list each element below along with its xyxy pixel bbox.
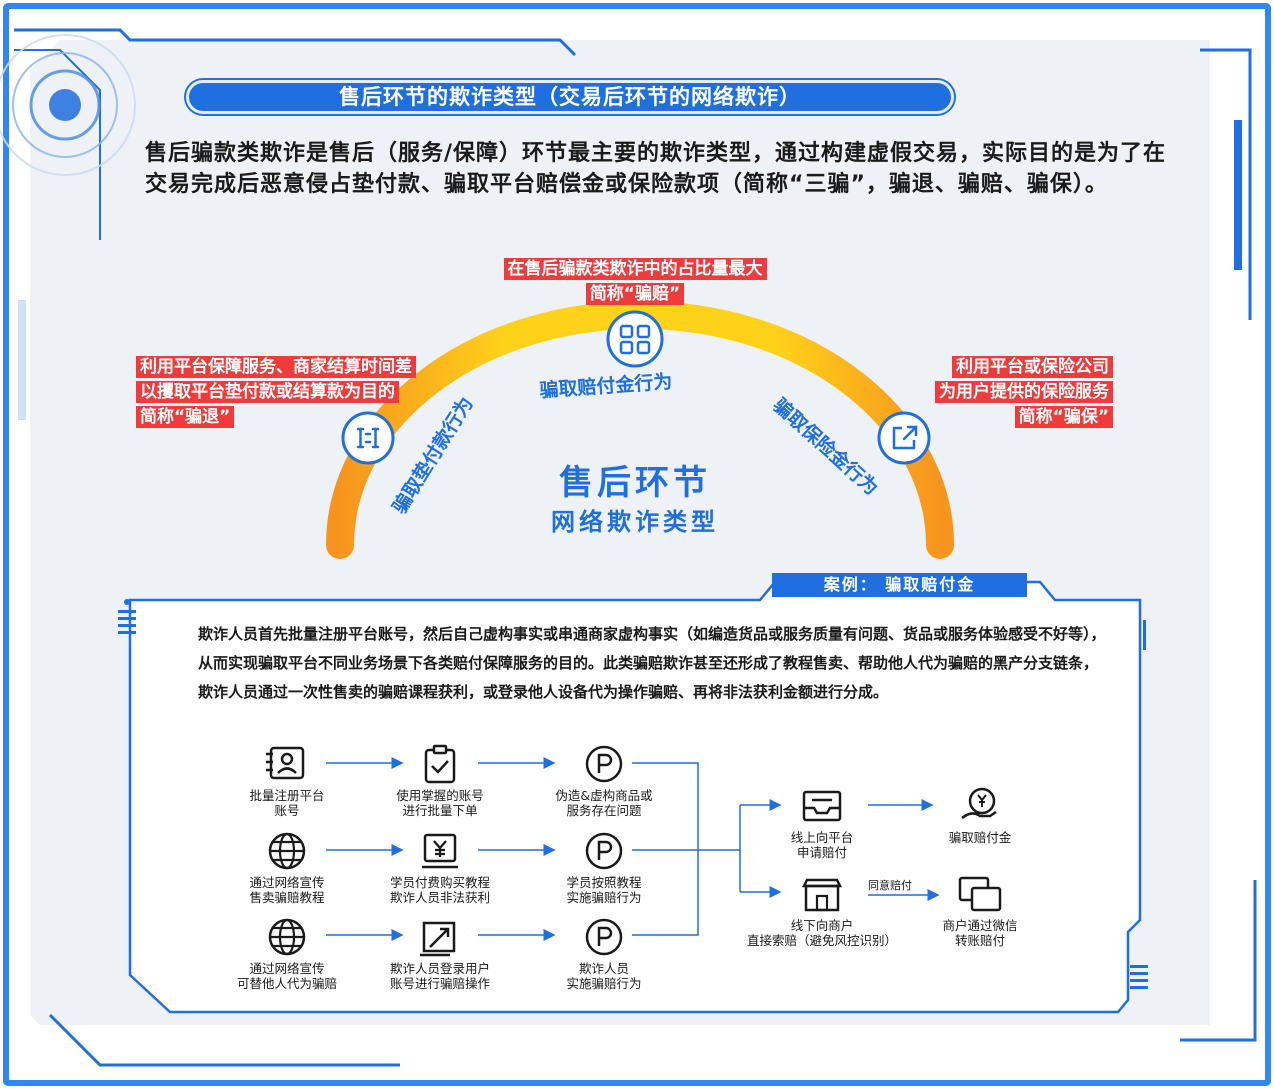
- callout-insurance: 利用平台或保险公司 为用户提供的保险服务 简称“骗保”: [865, 356, 1113, 428]
- callout-refund: 利用平台保障服务、商家结算时间差 以攫取平台垫付款或结算款为目的 简称“骗退”: [136, 356, 416, 428]
- callout-line: 利用平台保障服务、商家结算时间差: [136, 356, 416, 378]
- flow-step-label: 伪造&虚构商品或: [555, 788, 653, 803]
- p-coin-icon: [585, 918, 623, 956]
- case-tab: 案例： 骗取赔付金: [772, 573, 1027, 597]
- inbox-icon: [802, 790, 842, 822]
- flow-step-label: 可替他人代为骗赔: [236, 976, 337, 991]
- flow-step-label: 欺诈人员非法获利: [389, 890, 490, 905]
- callout-compensation: 在售后骗款类欺诈中的占比量最大 简称“骗赔”: [440, 258, 830, 305]
- remote-login-icon: [420, 921, 456, 957]
- globe-icon: [268, 918, 306, 956]
- flow-step-label: 服务存在问题: [566, 803, 642, 818]
- flow-step-label: 使用掌握的账号: [396, 788, 484, 803]
- flow-step-label: 学员付费购买教程: [389, 875, 490, 890]
- flow-step-label: 申请赔付: [796, 845, 847, 860]
- flow-step: 商户通过微信转账赔付: [890, 872, 1070, 948]
- id-card-icon: [266, 746, 305, 780]
- flow-step: 线下向商户直接索赔（避免风控识别）: [722, 872, 922, 948]
- flow-step: 通过网络宣传售卖骗赔教程: [197, 829, 377, 905]
- flow-step-label: 线上向平台: [790, 830, 854, 845]
- flow-step-label: 账号进行骗赔操作: [389, 976, 490, 991]
- flow-step-label: 学员按照教程: [566, 875, 642, 890]
- agree-compensation-label: 同意赔付: [868, 878, 912, 892]
- flow-step-label: 批量注册平台: [249, 788, 325, 803]
- callout-line: 在售后骗款类欺诈中的占比量最大: [503, 258, 767, 280]
- flow-step-label: 转账赔付: [954, 933, 1005, 948]
- callout-line: 简称“骗退”: [136, 406, 235, 428]
- flow-step-label: 售卖骗赔教程: [249, 890, 325, 905]
- grid-icon: [606, 310, 664, 368]
- section-title: 售后环节的欺诈类型（交易后环节的网络欺诈）: [186, 80, 954, 114]
- refund-icon: [341, 411, 395, 465]
- yen-hand-icon: [961, 787, 997, 819]
- radar-decoration: [0, 34, 136, 176]
- p-coin-icon: [585, 832, 623, 870]
- callout-line: 简称“骗保”: [1014, 406, 1113, 428]
- callout-line: 利用平台或保险公司: [952, 356, 1113, 378]
- flow-step: 批量注册平台账号: [197, 742, 377, 818]
- clipboard-check-icon: [424, 744, 456, 784]
- case-description: 欺诈人员首先批量注册平台账号，然后自己虚构事实或串通商家虚构事实（如编造货品或服…: [198, 625, 1106, 701]
- intro-paragraph: 售后骗款类欺诈是售后（服务/保障）环节最主要的欺诈类型，通过构建虚假交易，实际目…: [145, 141, 1167, 197]
- flow-step-label: 实施骗赔行为: [566, 890, 642, 905]
- flow-step: 学员按照教程实施骗赔行为: [514, 829, 694, 905]
- flow-connectors: 同意赔付: [326, 757, 940, 941]
- share-icon: [877, 411, 931, 465]
- flow-step-label: 账号: [274, 803, 300, 818]
- flow-step-label: 骗取赔付金: [948, 830, 1012, 845]
- flow-step-label: 进行批量下单: [402, 803, 478, 818]
- flow-step-label: 直接索赔（避免风控识别）: [746, 933, 897, 948]
- arc-center-subtitle: 网络欺诈类型: [551, 508, 719, 536]
- flow-step: 骗取赔付金: [890, 784, 1070, 845]
- flow-step: 学员付费购买教程欺诈人员非法获利: [350, 829, 530, 905]
- flow-step-label: 通过网络宣传: [249, 875, 325, 890]
- store-icon: [801, 878, 843, 912]
- arc-center-title: 售后环节: [559, 463, 711, 503]
- behavior-label-compensation: 骗取赔付金行为: [539, 370, 673, 402]
- flow-step-label: 实施骗赔行为: [566, 976, 642, 991]
- globe-icon: [268, 832, 306, 870]
- flow-step: 伪造&虚构商品或服务存在问题: [514, 742, 694, 818]
- arc-labels: 骗取垫付款行为 骗取赔付金行为 骗取保险金行为: [388, 370, 883, 518]
- yen-cart-icon: [422, 833, 458, 869]
- callout-line: 为用户提供的保险服务: [935, 381, 1113, 403]
- flow-step-label: 欺诈人员登录用户: [389, 961, 490, 976]
- flow-step-label: 线下向商户: [790, 918, 854, 933]
- chat-icon: [958, 876, 1002, 912]
- flow-step: 欺诈人员登录用户账号进行骗赔操作: [350, 915, 530, 991]
- flow-step: 线上向平台申请赔付: [732, 784, 912, 860]
- flow-step: 欺诈人员实施骗赔行为: [514, 915, 694, 991]
- flow-step-label: 商户通过微信: [942, 918, 1018, 933]
- flow-step: 通过网络宣传可替他人代为骗赔: [197, 915, 377, 991]
- flow-step-label: 通过网络宣传: [249, 961, 325, 976]
- p-coin-icon: [585, 745, 623, 783]
- callout-line: 以攫取平台垫付款或结算款为目的: [136, 381, 399, 403]
- flow-step-label: 欺诈人员: [578, 961, 629, 976]
- flow-step: 使用掌握的账号进行批量下单: [350, 742, 530, 818]
- callout-line: 简称“骗赔”: [585, 283, 685, 305]
